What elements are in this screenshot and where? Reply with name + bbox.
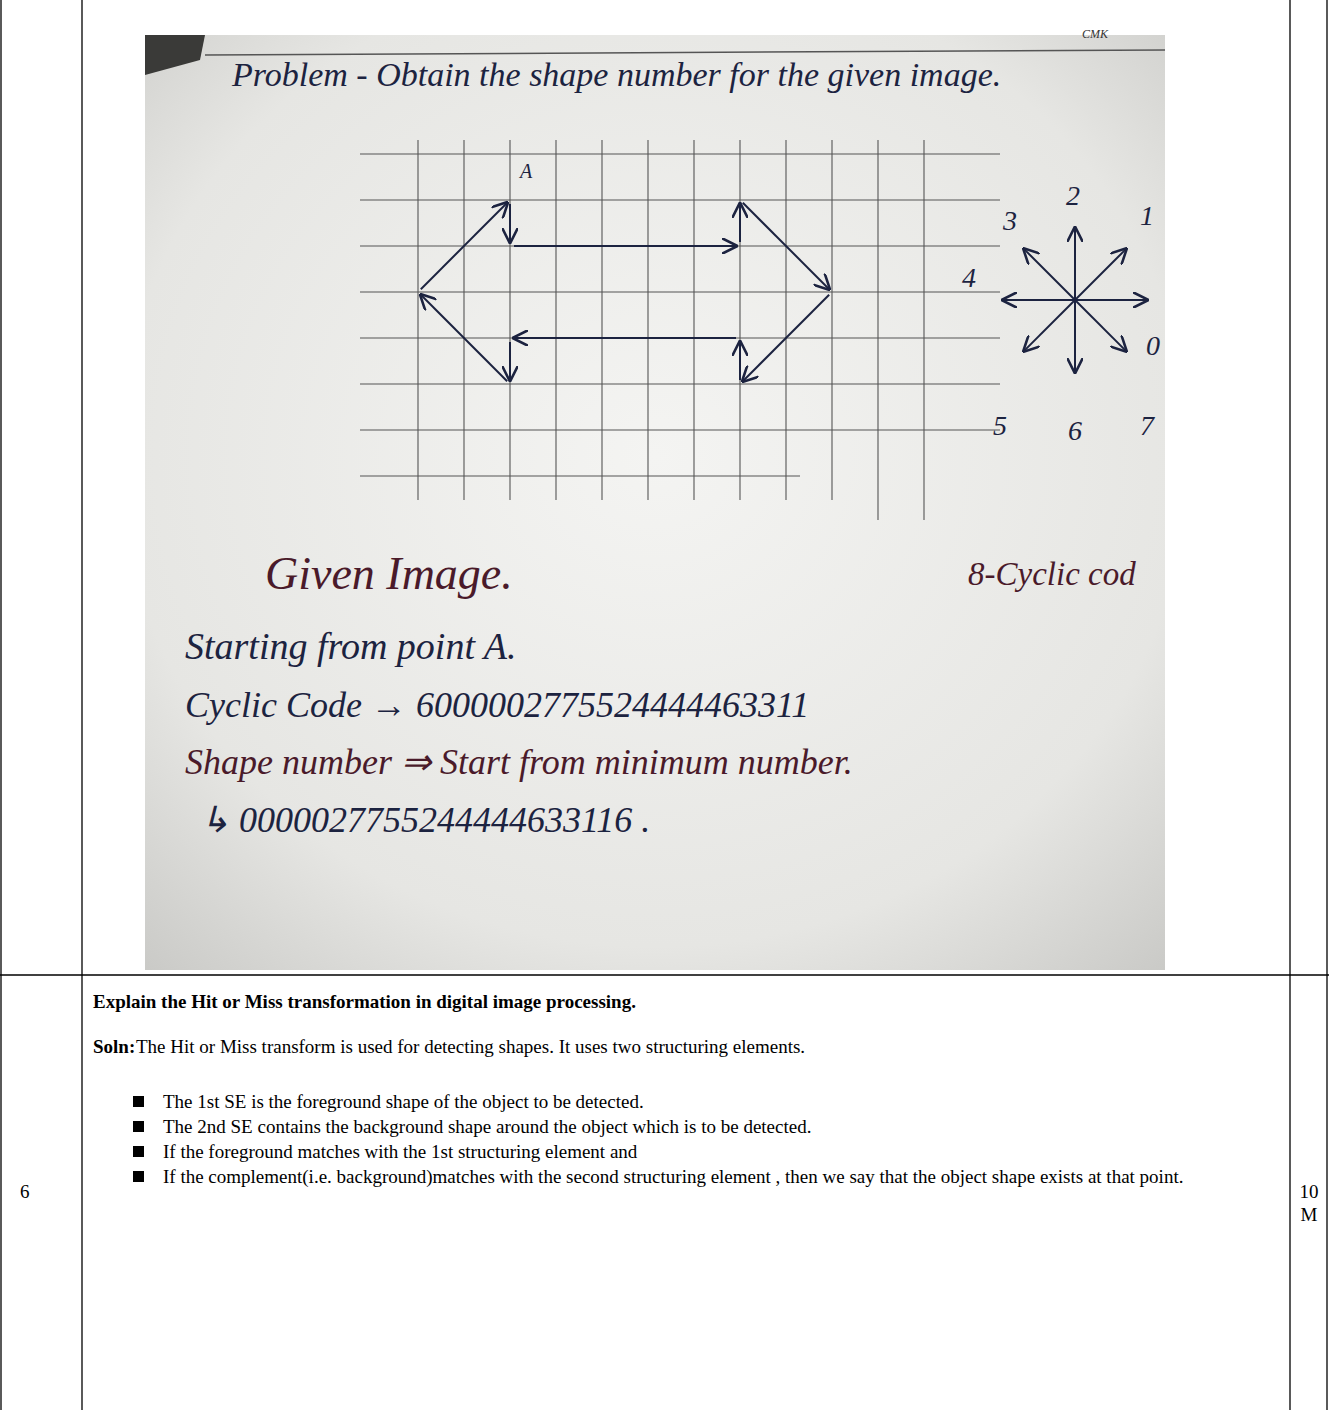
grid-line [360,153,1000,154]
chain-code-arrows [421,203,829,381]
page-rule [205,50,1165,55]
document-text: The Hit or Miss transform is used for de… [93,1035,1273,1058]
photo-paper [145,35,1165,970]
chain-arrow [743,295,829,381]
direction-arrow [1074,300,1076,372]
grid-line [555,140,556,500]
bullet-item: The 2nd SE contains the background shape… [163,1115,1248,1138]
bullet-item: The 1st SE is the foreground shape of th… [163,1090,1248,1113]
grid-line [831,140,832,500]
grid-line [785,140,786,500]
handwritten-text: Cyclic Code → 6000002775524444463311 [185,685,809,726]
direction-arrow [1075,299,1147,301]
chain-arrow [514,245,736,247]
handwritten-text: 8-Cyclic cod [968,556,1136,594]
chain-arrow [739,204,741,242]
direction-arrow [1003,299,1075,301]
grid-line [360,475,800,476]
grid-line [360,429,1000,430]
grid-line [417,140,418,500]
handwritten-text: 1 [1140,200,1154,232]
chain-arrow [509,204,511,242]
handwritten-text: Problem - Obtain the shape number for th… [232,55,1092,94]
chain-arrow [421,203,507,289]
direction-arrow [1075,300,1126,351]
handwritten-text: 2 [1066,180,1080,212]
grid-line [360,291,1000,292]
grid-line [463,140,464,500]
direction-arrow [1024,249,1075,300]
direction-compass [1003,228,1147,372]
photo-corner [145,35,205,75]
chain-arrow [509,342,511,380]
grid-line [509,140,510,500]
grid-line [601,140,602,500]
handwritten-text: 3 [1003,205,1017,237]
chain-arrow [739,342,741,380]
grid-line [923,140,924,520]
direction-arrow [1075,249,1126,300]
grid-lines [360,140,1000,520]
handwritten-text: Starting from point A. [185,625,516,669]
grid-line [360,199,1000,200]
bullet-item: If the foreground matches with the 1st s… [163,1140,1248,1163]
grid-line [360,337,1000,338]
handwritten-text: Given Image. [265,548,513,601]
bullet-list: The 1st SE is the foreground shape of th… [163,1090,1248,1190]
direction-arrow [1024,300,1075,351]
handwritten-text: ↳ 0000027755244444633116 . [200,800,650,841]
handwritten-text: Shape number ⇒ Start from minimum number… [185,742,853,783]
bullet-item: If the complement(i.e. background)matche… [163,1165,1248,1188]
handwritten-text: 7 [1140,410,1154,442]
document-text: 6 [20,1180,30,1203]
grid-line [739,140,740,500]
grid-line [693,140,694,500]
chain-arrow [743,203,829,289]
chain-arrow [514,337,736,339]
grid-line [647,140,648,500]
grid-line [360,383,1000,384]
chain-arrow [421,295,507,381]
handwritten-text: 4 [962,262,976,294]
handwritten-text: 0 [1146,330,1160,362]
grid-line [877,140,878,520]
direction-arrow [1074,228,1076,300]
handwritten-text: 5 [993,410,1007,442]
handwritten-text: 6 [1068,415,1082,447]
document-text: 10 M [1291,1180,1327,1226]
handwritten-text: CMK [1082,28,1108,42]
document-text: Explain the Hit or Miss transformation i… [93,990,1273,1013]
grid-line [360,245,1000,246]
document-text: Soln: [93,1035,135,1058]
handwritten-text: A [520,160,532,183]
